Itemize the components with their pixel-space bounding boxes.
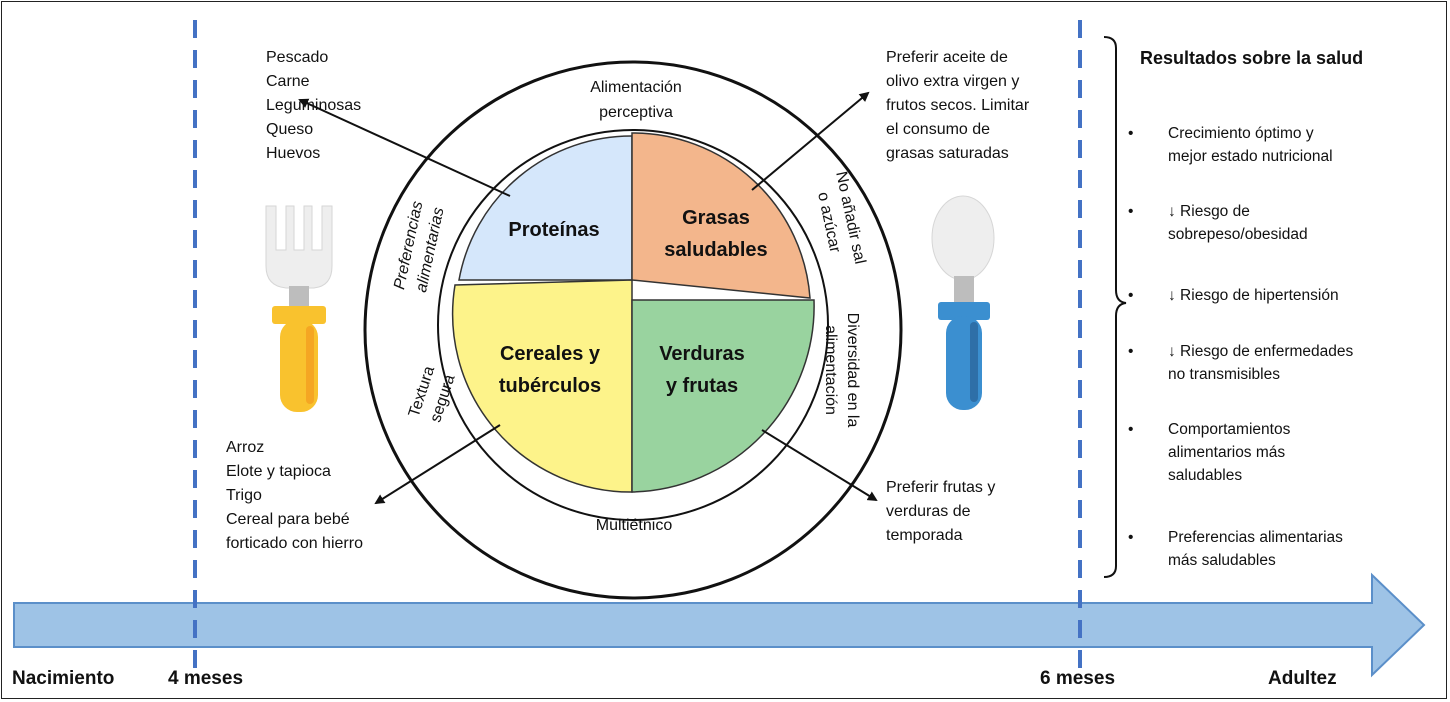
- ring-top-line2: perceptiva: [599, 104, 673, 121]
- note-fats-line: el consumo de: [886, 121, 991, 138]
- bullet-icon: •: [1128, 203, 1134, 220]
- note-fats-line: olivo extra virgen y: [886, 73, 1020, 90]
- timeline-label-nacimiento: Nacimiento: [12, 668, 115, 689]
- bullet-icon: •: [1128, 287, 1134, 304]
- label-proteinas: Proteínas: [508, 219, 599, 241]
- note-proteins-item: Carne: [266, 73, 310, 90]
- ring-right-lower-line2: alimentación: [822, 325, 839, 415]
- note-vegetables-line: Preferir frutas y: [886, 479, 996, 496]
- ring-top-line1: Alimentación: [590, 79, 682, 96]
- ring-right-lower-line1: Diversidad en la: [844, 313, 861, 428]
- bullet-icon: •: [1128, 343, 1134, 360]
- notes-vegetables: Preferir frutas y verduras de temporada: [886, 476, 995, 548]
- quadrant-grasas: [631, 132, 811, 299]
- bullet-icon: •: [1128, 125, 1134, 142]
- outcome-line: mejor estado nutricional: [1168, 148, 1333, 165]
- ring-bottom: Multiétnico: [596, 517, 673, 534]
- outcome-line: Crecimiento óptimo y: [1168, 125, 1314, 142]
- outcome-line: ↓ Riesgo de: [1168, 203, 1250, 220]
- quadrant-verduras: [631, 299, 815, 493]
- note-fats-line: Preferir aceite de: [886, 49, 1008, 66]
- label-cereales-line2: tubérculos: [499, 375, 601, 397]
- note-vegetables-line: verduras de: [886, 503, 971, 520]
- quadrant-proteinas: [458, 135, 633, 281]
- outcome-line: alimentarios más: [1168, 444, 1286, 461]
- note-cereals-item: forticado con hierro: [226, 535, 363, 552]
- label-grasas-line2: saludables: [664, 239, 767, 261]
- note-cereals-item: Cereal para bebé: [226, 511, 350, 528]
- notes-fats: Preferir aceite de olivo extra virgen y …: [886, 46, 1029, 166]
- notes-proteins: Pescado Carne Leguminosas Queso Huevos: [266, 46, 361, 166]
- note-cereals-item: Trigo: [226, 487, 262, 504]
- outcome-item: • Preferencias alimentarias más saludabl…: [1128, 526, 1422, 574]
- bullet-icon: •: [1128, 529, 1134, 546]
- label-grasas-line1: Grasas: [682, 207, 750, 229]
- timeline-label-adultez: Adultez: [1268, 668, 1337, 689]
- outcome-line: sobrepeso/obesidad: [1168, 226, 1308, 243]
- label-cereales-line1: Cereales y: [500, 343, 601, 365]
- note-proteins-item: Pescado: [266, 49, 329, 66]
- bullet-icon: •: [1128, 421, 1134, 438]
- notes-cereals: Arroz Elote y tapioca Trigo Cereal para …: [226, 436, 363, 556]
- quadrant-cereales: [451, 279, 633, 493]
- note-cereals-item: Elote y tapioca: [226, 463, 331, 480]
- outcome-item: • ↓ Riesgo de hipertensión: [1128, 284, 1422, 308]
- arrow-grasas: [751, 91, 870, 191]
- arrow-verduras: [761, 429, 878, 502]
- note-proteins-item: Leguminosas: [266, 97, 362, 114]
- label-verduras-line1: Verduras: [659, 343, 745, 365]
- outcome-line: ↓ Riesgo de hipertensión: [1168, 287, 1339, 304]
- timeline-label-6-meses: 6 meses: [1040, 668, 1116, 689]
- timeline-arrow: [13, 572, 1426, 678]
- note-fats-line: grasas saturadas: [886, 145, 1009, 162]
- label-verduras-line2: y frutas: [666, 375, 738, 397]
- arrow-cereales: [374, 424, 501, 505]
- note-proteins-item: Queso: [266, 121, 314, 138]
- outcomes-title: Resultados sobre la salud: [1140, 48, 1364, 68]
- outcomes-bracket: [1103, 36, 1127, 578]
- outcome-line: Comportamientos: [1168, 421, 1291, 438]
- outcome-item: • Comportamientos alimentarios más salud…: [1128, 418, 1422, 490]
- fork-icon: [265, 205, 333, 412]
- timeline-label-4-meses: 4 meses: [168, 668, 244, 689]
- outcome-line: ↓ Riesgo de enfermedades: [1168, 343, 1354, 360]
- spoon-icon: [931, 195, 995, 410]
- note-proteins-item: Huevos: [266, 145, 321, 162]
- outcome-item: • ↓ Riesgo de enfermedades no transmisib…: [1128, 340, 1422, 388]
- outcome-item: • ↓ Riesgo de sobrepeso/obesidad: [1128, 200, 1422, 248]
- outcome-line: saludables: [1168, 467, 1243, 484]
- note-cereals-item: Arroz: [226, 439, 265, 456]
- note-vegetables-line: temporada: [886, 527, 963, 544]
- outcome-line: más saludables: [1168, 552, 1276, 569]
- outcome-line: no transmisibles: [1168, 366, 1280, 383]
- note-fats-line: frutos secos. Limitar: [886, 97, 1030, 114]
- outcome-item: • Crecimiento óptimo y mejor estado nutr…: [1128, 122, 1422, 170]
- outcome-line: Preferencias alimentarias: [1168, 529, 1343, 546]
- arrow-proteinas: [298, 98, 511, 197]
